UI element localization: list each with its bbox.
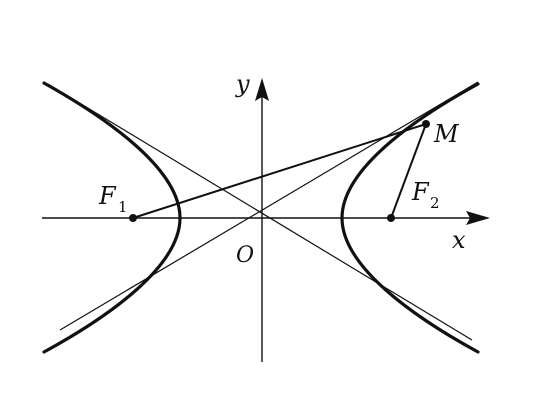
origin-label: O	[236, 243, 254, 268]
x-axis-label: x	[452, 226, 466, 254]
focus-f1-subscript: 1	[118, 198, 128, 216]
point-m	[422, 120, 430, 128]
hyperbola-left-branch	[42, 81, 182, 354]
asymptote-falling	[47, 83, 473, 341]
focus-f2-label: F	[411, 178, 430, 206]
focus-f1-label: F	[98, 182, 117, 210]
segment-f1-m	[132, 123, 427, 219]
asymptote-rising	[59, 81, 479, 331]
y-axis-arrow-icon	[255, 78, 269, 101]
point-m-label: M	[433, 120, 460, 148]
x-axis	[42, 211, 490, 225]
x-axis-arrow-icon	[466, 211, 490, 225]
focus-f2-point	[387, 214, 395, 222]
focus-f1-point	[129, 214, 137, 222]
hyperbola-right-branch	[340, 82, 480, 354]
focus-f2-subscript: 2	[430, 194, 440, 212]
y-axis-label: y	[235, 70, 250, 98]
segment-f2-m	[390, 123, 427, 219]
y-axis	[255, 78, 269, 362]
